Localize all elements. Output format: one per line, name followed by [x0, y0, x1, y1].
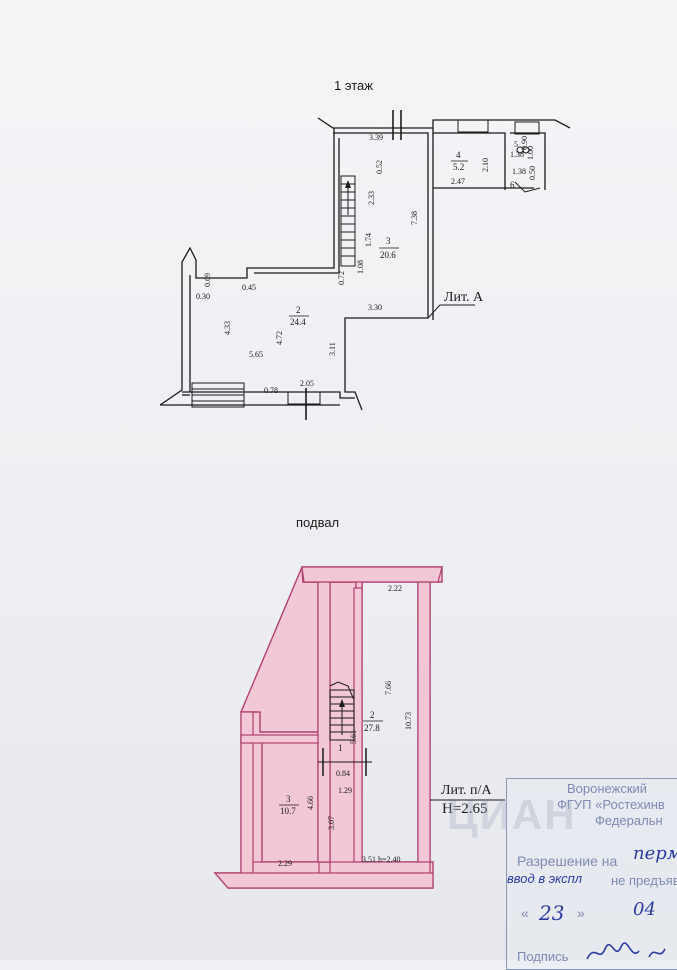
ground-floor-plan — [159, 110, 571, 420]
dim-078: 0.78 — [264, 386, 278, 395]
dim-222: 2.22 — [388, 584, 402, 593]
stamp-signature — [586, 942, 666, 960]
basement-room-2-number: 2 — [370, 710, 375, 720]
stamp-date-month: 04 — [633, 899, 656, 920]
dim-069: 0.69 — [203, 273, 212, 287]
stamp-signature-label: Подпись — [517, 949, 569, 964]
dim-138: 1.38 — [512, 167, 526, 176]
room-2-area: 24.4 — [290, 317, 306, 327]
stamp-date-close: » — [577, 905, 585, 921]
dim-1073: 10.73 — [404, 712, 413, 730]
basement-room-3-area: 10.7 — [280, 806, 296, 816]
dim-210: 2.10 — [481, 158, 490, 172]
dim-433: 4.33 — [223, 321, 232, 335]
stairs-ground-floor — [340, 175, 356, 267]
basement-title: подвал — [296, 515, 340, 530]
dim-330: 3.30 — [368, 303, 382, 312]
stamp-permit-handwriting: перм — [633, 843, 677, 864]
dim-561: 5.61 — [349, 730, 358, 744]
dim-351: 3.51 h=2.40 — [362, 855, 401, 864]
dim-565: 5.65 — [249, 350, 263, 359]
dim-108: 1.08 — [356, 260, 365, 274]
stamp-date-day: 23 — [539, 901, 565, 925]
dim-766: 7.66 — [384, 681, 393, 695]
ground-floor-labels: 3.39 0.52 2.33 7.38 1.74 1.08 0.72 0.69 … — [196, 133, 537, 395]
basement-room-1-number: 1 — [338, 743, 343, 753]
room-5-area: 1.38 — [510, 150, 524, 159]
room-2-number: 2 — [296, 305, 301, 315]
stairs-basement — [318, 681, 505, 801]
dim-100: 1.00 — [526, 146, 535, 160]
dim-472: 4.72 — [275, 331, 284, 345]
dim-466: 4.66 — [306, 796, 315, 810]
bti-stamp: Воронежский ФГУП «Ростехинв Федеральн ЦИ… — [447, 778, 677, 970]
room-3-number: 3 — [386, 236, 391, 246]
dim-129: 1.29 — [338, 786, 352, 795]
dim-090: 0.90 — [520, 136, 529, 150]
stamp-line-3: Федеральн — [595, 813, 663, 828]
stamp-not-presented: не предъяв — [611, 873, 677, 888]
room-6-number: 6 — [510, 180, 515, 190]
dim-072: 0.72 — [337, 271, 346, 285]
entry-steps — [191, 382, 245, 408]
dim-738: 7.38 — [410, 211, 419, 225]
basement-plan: 2.22 7.66 10.73 5.61 0.84 1.29 4.66 3.07… — [213, 566, 505, 889]
dim-205: 2.05 — [300, 379, 314, 388]
dim-084: 0.84 — [336, 769, 350, 778]
dim-174: 1.74 — [364, 233, 373, 247]
dim-045: 0.45 — [242, 283, 256, 292]
stamp-watermark: ЦИАН — [447, 791, 577, 838]
ground-floor-literal: Лит. А — [444, 290, 484, 305]
dim-233: 2.33 — [367, 191, 376, 205]
room-4-number: 4 — [456, 150, 461, 160]
basement-room-3-number: 3 — [286, 794, 291, 804]
dim-339: 3.39 — [369, 133, 383, 142]
dim-052: 0.52 — [375, 160, 384, 174]
stamp-line-2: ФГУП «Ростехинв — [557, 797, 665, 812]
dim-307: 3.07 — [327, 816, 336, 830]
dim-229: 2.29 — [278, 859, 292, 868]
dim-247: 2.47 — [451, 177, 465, 186]
room-3-area: 20.6 — [380, 250, 396, 260]
room-4-area: 5.2 — [453, 162, 464, 172]
stamp-line-1: Воронежский — [567, 781, 648, 796]
dim-030: 0.30 — [196, 292, 210, 301]
basement-room-2-area: 27.8 — [364, 723, 380, 733]
stamp-permit-label: Разрешение на — [517, 853, 618, 869]
dim-311: 3.11 — [328, 342, 337, 356]
ground-floor-title: 1 этаж — [334, 78, 373, 93]
room-5-number: 5 — [514, 140, 518, 149]
stamp-commissioning-label: ввод в экспл — [507, 871, 583, 886]
basement-height: H=2.65 — [442, 801, 488, 817]
stamp-date-open: « — [521, 905, 529, 921]
basement-literal: Лит. п/А — [441, 783, 492, 798]
dim-050: 0.50 — [528, 166, 537, 180]
